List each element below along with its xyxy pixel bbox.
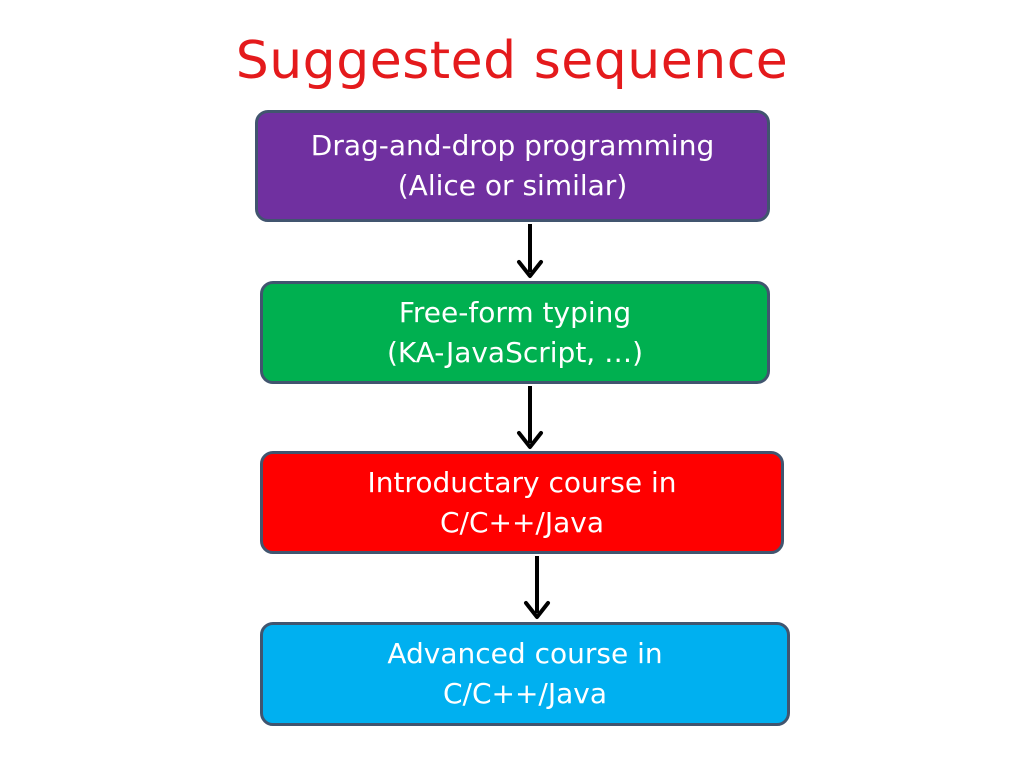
step-box-introductory-course: Introductary course in C/C++/Java: [260, 451, 784, 554]
step-label-line-2: (Alice or similar): [397, 169, 628, 202]
step-box-drag-and-drop: Drag-and-drop programming (Alice or simi…: [255, 110, 770, 222]
arrow-step-1-to-2: [517, 224, 543, 278]
step-label-line-2: C/C++/Java: [442, 677, 608, 710]
step-label-line-1: Free-form typing: [398, 295, 632, 329]
step-label-line-1: Drag-and-drop programming: [310, 129, 715, 162]
step-label-line-1: Advanced course in: [387, 637, 663, 670]
arrow-step-2-to-3: [517, 386, 543, 449]
step-label-line-1: Introductary course in: [367, 465, 677, 499]
step-label-line-2: (KA-JavaScript, …): [386, 335, 644, 369]
step-label-line-2: C/C++/Java: [439, 505, 605, 539]
slide-title: Suggested sequence: [235, 31, 789, 91]
arrow-step-3-to-4: [524, 556, 550, 619]
step-box-free-form-typing: Free-form typing (KA-JavaScript, …): [260, 281, 770, 384]
step-box-advanced-course: Advanced course in C/C++/Java: [260, 622, 790, 726]
